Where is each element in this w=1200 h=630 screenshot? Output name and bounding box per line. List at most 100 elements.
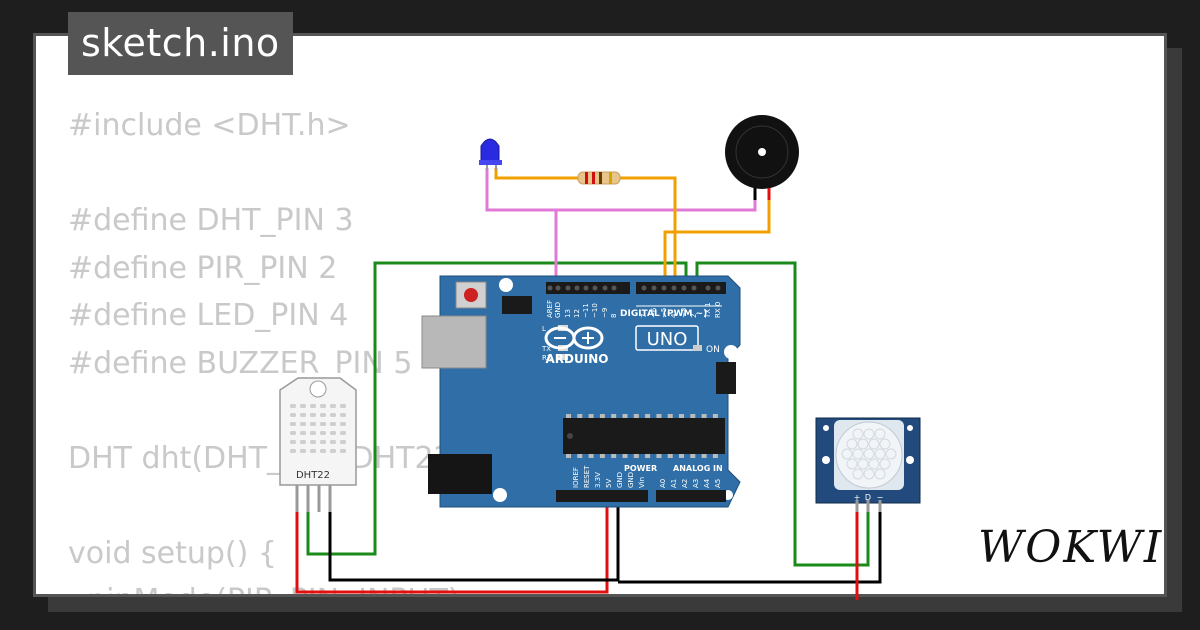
chip-leg bbox=[611, 454, 617, 458]
pir-lens-cell bbox=[874, 468, 886, 480]
chip-leg bbox=[633, 454, 639, 458]
pir-lens-cell bbox=[857, 438, 869, 450]
pir-pin-label: D bbox=[865, 493, 871, 502]
code-line: #define BUZZER_PIN 5 bbox=[68, 345, 413, 381]
dht-vent bbox=[310, 422, 316, 426]
code-line: #define DHT_PIN 3 bbox=[68, 203, 354, 238]
power-pin-label: GND bbox=[616, 472, 624, 488]
chip-leg bbox=[667, 414, 673, 418]
digital-pin-label: ~9 bbox=[601, 308, 609, 318]
dht-vent bbox=[320, 440, 326, 444]
dht-vent bbox=[330, 431, 336, 435]
header-pin[interactable] bbox=[611, 285, 617, 291]
header-pin[interactable] bbox=[602, 285, 608, 291]
wokwi-logo: WOKWI bbox=[978, 522, 1164, 573]
pir-lens-cell bbox=[874, 428, 886, 440]
header-pin[interactable] bbox=[555, 285, 561, 291]
pir-lens-cell bbox=[852, 468, 864, 480]
mounting-hole bbox=[724, 345, 738, 359]
digital-pin-label: 13 bbox=[564, 309, 572, 318]
dht-vent bbox=[320, 449, 326, 453]
wire-pir-gnd bbox=[618, 505, 882, 584]
dht-label: DHT22 bbox=[296, 470, 330, 481]
dht22-sensor[interactable]: DHT22 bbox=[279, 377, 357, 512]
chip-leg bbox=[656, 414, 662, 418]
chip-leg bbox=[701, 414, 707, 418]
dht-vent bbox=[310, 440, 316, 444]
dht-vent bbox=[300, 440, 306, 444]
blue-led[interactable] bbox=[479, 138, 502, 170]
mounting-hole bbox=[499, 278, 513, 292]
analog-pin-label: A4 bbox=[703, 478, 711, 488]
pir-motion-sensor[interactable]: +D− bbox=[815, 417, 921, 512]
dht-vent bbox=[340, 449, 346, 453]
pir-lens-cell bbox=[846, 438, 858, 450]
code-line: #include <DHT.h> bbox=[68, 108, 351, 143]
dht-vent bbox=[300, 404, 306, 408]
arduino-logo bbox=[544, 326, 604, 350]
code-line: #define LED_PIN 4 bbox=[68, 298, 349, 333]
digital-pin-label: AREF bbox=[546, 300, 554, 318]
power-led bbox=[693, 345, 702, 351]
code-line: void setup() { bbox=[68, 535, 277, 571]
digital-pin-label: ~11 bbox=[582, 303, 590, 318]
header-pin[interactable] bbox=[715, 285, 721, 291]
header-pin[interactable] bbox=[651, 285, 657, 291]
dht-vent bbox=[300, 449, 306, 453]
dht-vent bbox=[330, 422, 336, 426]
dht-vent bbox=[340, 422, 346, 426]
header-pin[interactable] bbox=[583, 285, 589, 291]
chip-leg bbox=[566, 454, 571, 458]
header-pin[interactable] bbox=[547, 285, 553, 291]
analog-pin-label: A2 bbox=[681, 479, 689, 488]
wire-led-signal bbox=[494, 168, 580, 180]
dht-vent bbox=[320, 431, 326, 435]
analog-pin-label: A5 bbox=[714, 479, 722, 488]
chip-leg bbox=[712, 414, 718, 418]
pir-lens-cell bbox=[868, 458, 880, 470]
dht-vent bbox=[320, 404, 326, 408]
power-pin-label: RESET bbox=[583, 465, 591, 488]
digital-pin-label: 12 bbox=[573, 309, 581, 318]
pir-lens-cell bbox=[868, 438, 880, 450]
icsp-header bbox=[502, 296, 736, 394]
digital-pin-label: TX 1 bbox=[704, 302, 712, 319]
header-pin[interactable] bbox=[661, 285, 667, 291]
header-pin[interactable] bbox=[671, 285, 677, 291]
chip-leg bbox=[588, 454, 594, 458]
pir-lens-cell bbox=[879, 458, 891, 470]
dht-vent bbox=[330, 413, 336, 417]
mounting-hole bbox=[493, 488, 507, 502]
pir-lens-cell bbox=[863, 448, 875, 460]
chip-leg bbox=[599, 454, 605, 458]
header-pin[interactable] bbox=[681, 285, 687, 291]
header-pin[interactable] bbox=[705, 285, 711, 291]
dht-vent bbox=[340, 440, 346, 444]
wire-dht-vcc bbox=[295, 500, 609, 594]
dht-vent bbox=[340, 431, 346, 435]
wire-resistor-pin4 bbox=[620, 176, 677, 285]
digital-header bbox=[636, 282, 726, 294]
analog-pin-label: A3 bbox=[692, 479, 700, 488]
header-pin[interactable] bbox=[592, 285, 598, 291]
chip-leg bbox=[599, 414, 605, 418]
power-pin-label: Vin bbox=[638, 477, 646, 488]
header-pin[interactable] bbox=[641, 285, 647, 291]
header-pin[interactable] bbox=[691, 285, 697, 291]
digital-pin-label: ~5 bbox=[660, 308, 668, 318]
chip-leg bbox=[645, 454, 651, 458]
buzzer[interactable] bbox=[725, 115, 799, 200]
dht-vent bbox=[310, 431, 316, 435]
dht-vent bbox=[340, 404, 346, 408]
pir-lens-cell bbox=[841, 448, 853, 460]
analog-label: ANALOG IN bbox=[673, 464, 723, 473]
dht-vent bbox=[300, 431, 306, 435]
file-title: sketch.ino bbox=[68, 12, 293, 75]
dht-vent bbox=[310, 404, 316, 408]
header-pin[interactable] bbox=[574, 285, 580, 291]
pir-pin-label: − bbox=[877, 493, 884, 502]
header-pin[interactable] bbox=[565, 285, 571, 291]
digital-pin-label: 8 bbox=[610, 314, 618, 318]
